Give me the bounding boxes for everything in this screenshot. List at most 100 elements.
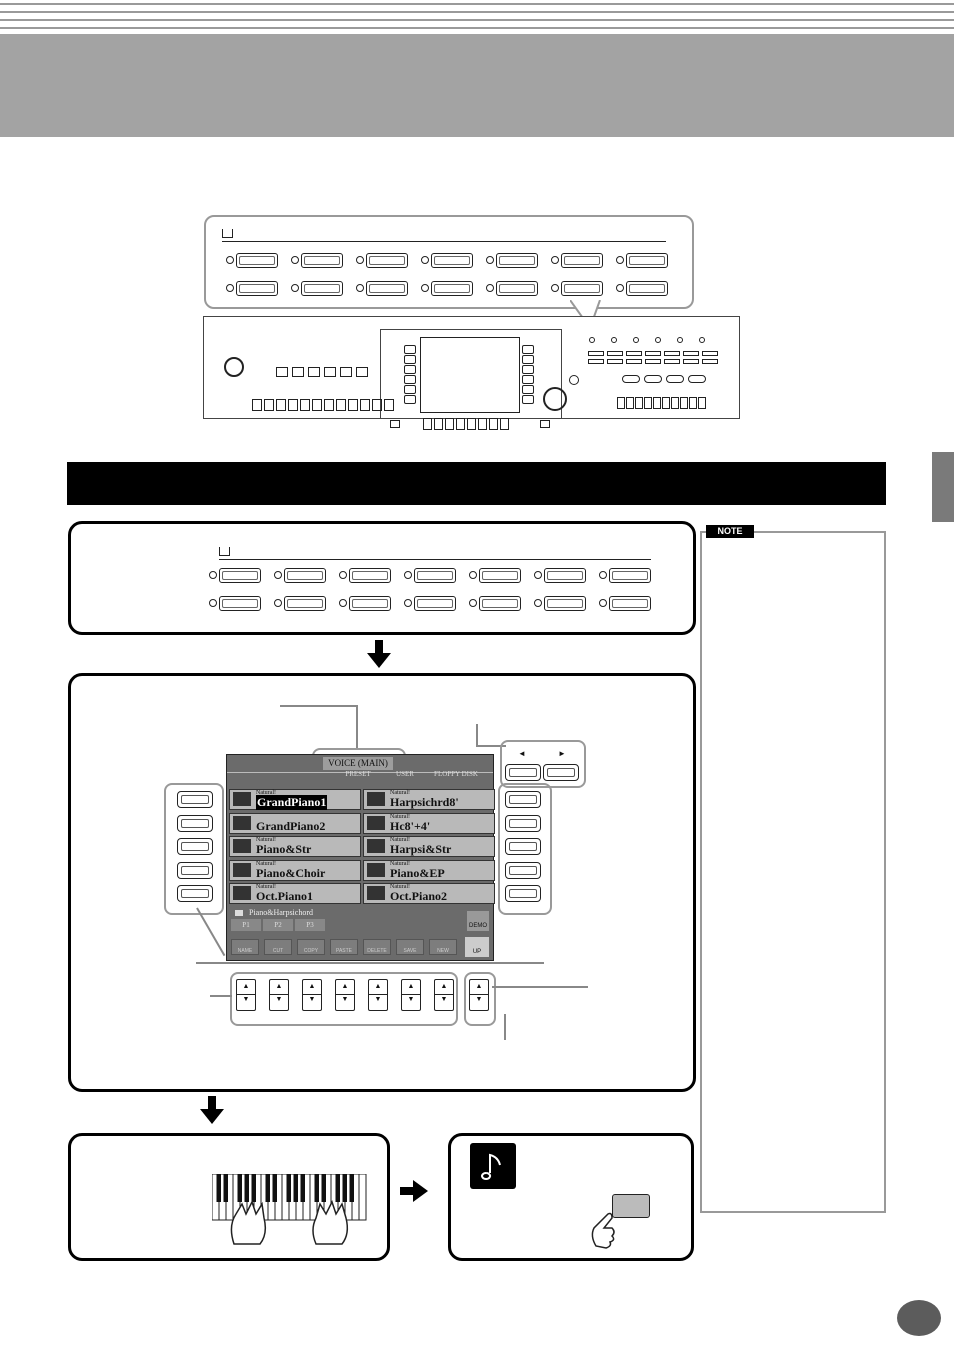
panel-screen-button bbox=[522, 375, 534, 384]
page-number-badge bbox=[897, 1300, 941, 1336]
voice-category: Natural! bbox=[390, 884, 410, 890]
lcd-tab-floppy-disk[interactable]: FLOPPY DISK bbox=[434, 770, 478, 778]
voice-right-4[interactable]: Natural!Piano&EP bbox=[363, 859, 495, 881]
voice-category-button[interactable] bbox=[284, 596, 326, 611]
voice-name: Oct.Piano1 bbox=[256, 889, 313, 903]
voice-category-button[interactable] bbox=[561, 253, 603, 268]
voice-category-button[interactable] bbox=[414, 568, 456, 583]
voice-name: Harpsichrd8' bbox=[390, 795, 459, 809]
page-p2[interactable]: P2 bbox=[263, 919, 293, 931]
voice-category-button[interactable] bbox=[609, 568, 651, 583]
screen-button-right-5[interactable] bbox=[505, 885, 541, 902]
lcd-paste-button[interactable]: PASTE bbox=[330, 939, 358, 955]
lcd-name-button[interactable]: NAME bbox=[231, 939, 259, 955]
voice-left-2[interactable]: GrandPiano2 bbox=[229, 812, 361, 834]
voice-category-button[interactable] bbox=[431, 281, 473, 296]
lcd-new-button[interactable]: NEW bbox=[429, 939, 457, 955]
voice-category-button[interactable] bbox=[561, 281, 603, 296]
voice-right-1[interactable]: Natural!Harpsichrd8' bbox=[363, 789, 495, 810]
screen-button-left-5[interactable] bbox=[177, 885, 213, 902]
updown-button-6[interactable]: ▲▼ bbox=[401, 979, 421, 1011]
screen-button-right-3[interactable] bbox=[505, 838, 541, 855]
lcd-copy-button[interactable]: COPY bbox=[297, 939, 325, 955]
screen-button-right-2[interactable] bbox=[505, 814, 541, 832]
updown-button-8[interactable]: ▲▼ bbox=[469, 979, 489, 1011]
panel-screen-button bbox=[522, 345, 534, 354]
screen-button-left-4[interactable] bbox=[177, 861, 213, 879]
screen-button-right-4[interactable] bbox=[505, 861, 541, 879]
voice-category-button[interactable] bbox=[414, 596, 456, 611]
voice-left-5[interactable]: Natural!Oct.Piano1 bbox=[229, 883, 361, 904]
voice-thumbnail-icon bbox=[233, 886, 251, 900]
up-button[interactable]: UP bbox=[465, 937, 489, 957]
demo-button[interactable]: DEMO bbox=[467, 911, 489, 931]
voice-category-button[interactable] bbox=[349, 568, 391, 583]
updown-button-5[interactable]: ▲▼ bbox=[368, 979, 388, 1011]
panel-button bbox=[680, 397, 688, 409]
voice-led bbox=[209, 571, 217, 579]
up-label: UP bbox=[472, 949, 482, 955]
leader-line bbox=[476, 745, 506, 747]
updown-button-3[interactable]: ▲▼ bbox=[302, 979, 322, 1011]
voice-category-button[interactable] bbox=[626, 253, 668, 268]
voice-category-button[interactable] bbox=[479, 568, 521, 583]
voice-led bbox=[356, 256, 364, 264]
voice-category-button[interactable] bbox=[301, 253, 343, 268]
voice-category-button[interactable] bbox=[626, 281, 668, 296]
voice-category-button[interactable] bbox=[609, 596, 651, 611]
voice-right-5[interactable]: Natural!Oct.Piano2 bbox=[363, 883, 495, 904]
screen-button-left-1[interactable] bbox=[177, 791, 213, 808]
voice-category-button[interactable] bbox=[236, 281, 278, 296]
screen-button-right-1[interactable] bbox=[505, 791, 541, 808]
voice-right-3[interactable]: Natural!Harpsi&Str bbox=[363, 836, 495, 857]
tab-left-button[interactable] bbox=[505, 764, 541, 781]
voice-category-button[interactable] bbox=[236, 253, 278, 268]
section-header bbox=[67, 462, 886, 505]
lcd-delete-button[interactable]: DELETE bbox=[363, 939, 391, 955]
panel-button bbox=[384, 399, 394, 411]
tab-right-button[interactable] bbox=[543, 764, 579, 781]
leader-line bbox=[356, 705, 358, 749]
voice-category-button[interactable] bbox=[284, 568, 326, 583]
lcd-save-button[interactable]: SAVE bbox=[396, 939, 424, 955]
screen-button-left-3[interactable] bbox=[177, 838, 213, 855]
voice-category-button[interactable] bbox=[544, 568, 586, 583]
updown-button-1[interactable]: ▲▼ bbox=[236, 979, 256, 1011]
voice-category-button[interactable] bbox=[431, 253, 473, 268]
voice-category-button[interactable] bbox=[496, 253, 538, 268]
panel-screen-button bbox=[522, 395, 534, 404]
updown-button-7[interactable]: ▲▼ bbox=[434, 979, 454, 1011]
voice-category-button[interactable] bbox=[219, 596, 261, 611]
lcd-tab-user[interactable]: USER bbox=[396, 770, 414, 778]
panel-button bbox=[653, 397, 661, 409]
lcd-tab-preset[interactable]: PRESET bbox=[345, 770, 371, 778]
screen-button-left-2[interactable] bbox=[177, 814, 213, 832]
page-p3[interactable]: P3 bbox=[295, 919, 325, 931]
page-p1[interactable]: P1 bbox=[231, 919, 261, 931]
voice-category-button[interactable] bbox=[496, 281, 538, 296]
voice-led bbox=[599, 571, 607, 579]
voice-category-button[interactable] bbox=[479, 596, 521, 611]
leader-line bbox=[476, 724, 478, 746]
voice-category-button[interactable] bbox=[349, 596, 391, 611]
panel-voice-button bbox=[645, 351, 661, 356]
panel-button bbox=[688, 375, 706, 383]
panel-button[interactable] bbox=[612, 1194, 650, 1218]
voice-left-1[interactable]: Natural!GrandPiano1 bbox=[229, 789, 361, 810]
updown-button-4[interactable]: ▲▼ bbox=[335, 979, 355, 1011]
voice-category-button[interactable] bbox=[219, 568, 261, 583]
lcd-cut-button[interactable]: CUT bbox=[264, 939, 292, 955]
voice-category-button[interactable] bbox=[366, 281, 408, 296]
panel-voice-button bbox=[607, 359, 623, 364]
updown-button-2[interactable]: ▲▼ bbox=[269, 979, 289, 1011]
leader-line bbox=[210, 995, 232, 997]
voice-led bbox=[404, 599, 412, 607]
voice-category-button[interactable] bbox=[301, 281, 343, 296]
voice-right-2[interactable]: Natural!Hc8'+4' bbox=[363, 812, 495, 834]
voice-left-4[interactable]: Natural!Piano&Choir bbox=[229, 859, 361, 881]
voice-category-button[interactable] bbox=[544, 596, 586, 611]
voice-category-button[interactable] bbox=[366, 253, 408, 268]
top-stripes bbox=[0, 0, 954, 34]
panel-button bbox=[445, 418, 454, 430]
voice-left-3[interactable]: Natural!Piano&Str bbox=[229, 836, 361, 857]
